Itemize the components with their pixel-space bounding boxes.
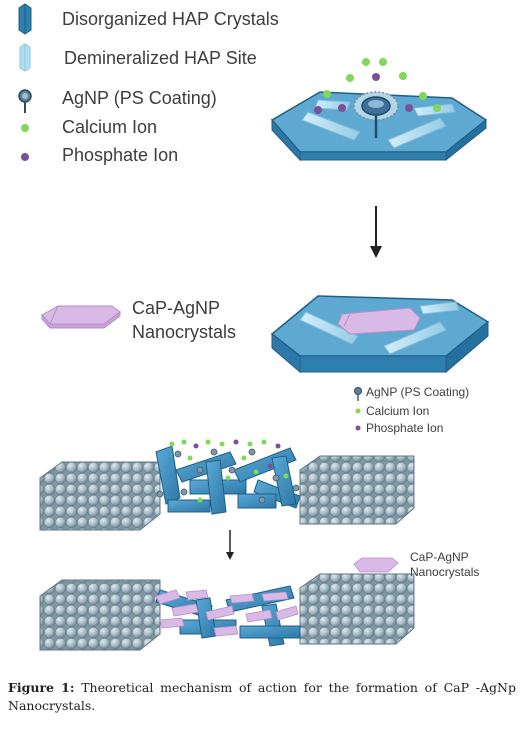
- calcium-ion-icon-small: [355, 408, 361, 414]
- legend-small-agnp: AgNP (PS Coating): [366, 385, 470, 399]
- legend-label-hap-crystals: Disorganized HAP Crystals: [62, 9, 279, 29]
- figure-caption-label: Figure 1:: [8, 680, 75, 695]
- nanocrystal-icon-small: [353, 557, 399, 573]
- ions-top: [314, 58, 441, 114]
- nanocrystal-label-small-line2: Nanocrystals: [410, 565, 480, 579]
- figure-caption: Figure 1: Theoretical mechanism of actio…: [8, 679, 516, 715]
- arrow-down-2: [226, 530, 234, 560]
- agnp-icon-small: [354, 387, 362, 401]
- legend-label-calcium-ion: Calcium Ion: [62, 117, 158, 137]
- legend-label-phosphate-ion: Phosphate Ion: [62, 145, 179, 165]
- nanocrystal-label-line1: CaP-AgNP: [132, 298, 221, 318]
- legend-label-demineralized-site: Demineralized HAP Site: [64, 48, 257, 68]
- arrow-down-1: [370, 206, 382, 258]
- nanocrystal-label: CaP-AgNP Nanocrystals: [132, 296, 236, 344]
- demineralized-site-icon: [19, 43, 31, 72]
- phosphate-ion-icon-small: [355, 425, 361, 431]
- legend-small-phosphate: Phosphate Ion: [366, 421, 444, 435]
- enamel-rod-lower: [39, 573, 415, 651]
- ions-upper: [156, 439, 300, 504]
- hap-block-top: [270, 91, 488, 162]
- figure-caption-text: Theoretical mechanism of action for the …: [8, 680, 516, 713]
- legend-small-calcium: Calcium Ion: [366, 404, 430, 418]
- hap-block-middle: [270, 295, 490, 374]
- nanocrystal-label-small-line1: CaP-AgNP: [410, 550, 469, 564]
- legend-label-agnp: AgNP (PS Coating): [62, 88, 217, 108]
- agnp-icon: [18, 89, 32, 113]
- enamel-rod-upper: [39, 445, 415, 531]
- calcium-ion-icon: [21, 124, 29, 132]
- nanocrystal-icon: [41, 305, 121, 329]
- nanocrystal-label-line2: Nanocrystals: [132, 322, 237, 342]
- agnp-particle-top: [353, 91, 399, 138]
- nanocrystal-label-small: CaP-AgNP Nanocrystals: [410, 550, 479, 580]
- phosphate-ion-icon: [21, 153, 29, 161]
- hap-crystal-icon: [18, 3, 32, 35]
